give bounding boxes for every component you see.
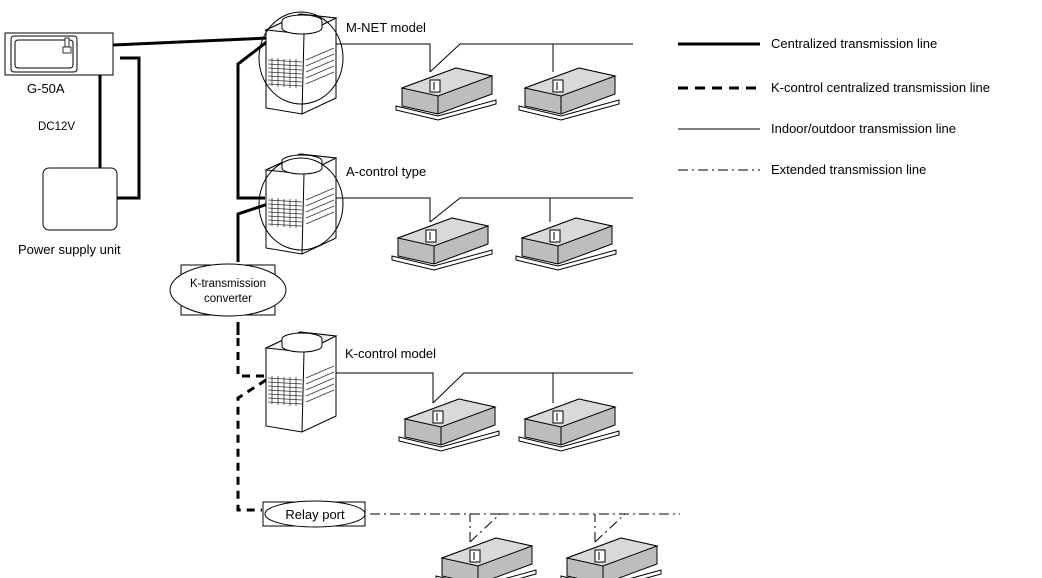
indoor-unit-2a (391, 217, 493, 271)
indoor-unit-4b (560, 537, 662, 578)
converter-label-line1: K-transmission (190, 278, 266, 290)
power-supply-box (42, 167, 118, 231)
voltage-label: DC12V (38, 121, 75, 133)
k-control-lines (236, 338, 267, 512)
g50a-controller (4, 32, 114, 76)
mnet-highlight (258, 11, 344, 105)
legend-label-kcontrol: K-control centralized transmission line (771, 80, 990, 95)
legend-label-extended: Extended transmission line (771, 162, 926, 177)
legend-label-indoor-outdoor: Indoor/outdoor transmission line (771, 121, 956, 136)
indoor-unit-2b (515, 217, 617, 271)
mnet-model-label: M-NET model (346, 20, 426, 35)
acontrol-type-label: A-control type (346, 164, 426, 179)
outdoor-unit-acontrol (265, 153, 337, 255)
centralized-lines (98, 36, 273, 335)
legend-label-centralized: Centralized transmission line (771, 36, 937, 51)
converter-label-line2: converter (204, 293, 252, 305)
legend: Centralized transmission line K-control … (678, 36, 990, 177)
power-supply-label: Power supply unit (18, 242, 121, 257)
outdoor-unit-kcontrol (265, 331, 337, 433)
io-lines-row3 (336, 372, 633, 404)
indoor-unit-3b (518, 398, 620, 452)
indoor-unit-1a (395, 67, 497, 121)
indoor-unit-1b (518, 67, 620, 121)
indoor-unit-3a (398, 398, 500, 452)
io-lines-row2 (336, 197, 633, 223)
acontrol-highlight (258, 157, 344, 251)
indoor-unit-4a (435, 537, 537, 578)
controller-label: G-50A (27, 81, 65, 96)
relay-port-label: Relay port (285, 507, 345, 522)
extended-lines (370, 513, 680, 543)
outdoor-unit-mnet (265, 13, 337, 115)
k-transmission-converter (169, 263, 287, 317)
relay-port (262, 500, 366, 528)
io-lines-row1 (336, 43, 633, 73)
kcontrol-model-label: K-control model (345, 346, 436, 361)
